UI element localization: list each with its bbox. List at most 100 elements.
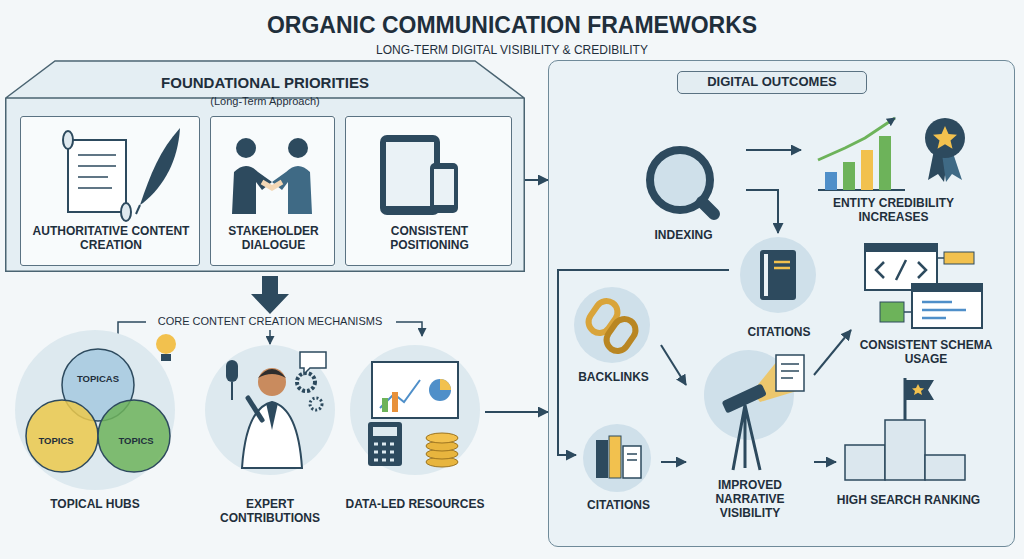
venn-icon [15,330,176,490]
schema-icon [876,260,926,280]
venn-label: TOPICS [24,436,88,447]
node-label: TOPICAL HUBS [10,498,180,512]
podium-icon [885,420,925,480]
mechanism-circle: EXPERT CONTRIBUTIONS [200,335,340,530]
podium-icon [845,378,965,480]
venn-label: TOPICAS [66,374,130,385]
data-icon [368,422,402,466]
growth-chart-icon [818,118,895,160]
subtitle: LONG-TERM DIGITAL VISIBILITY & CREDIBILI… [212,44,812,58]
outcome-item: CITATIONS [576,421,661,517]
expert-icon [297,373,315,391]
growth-chart-icon [933,126,957,149]
data-icon [382,398,388,412]
outcome-item: BACKLINKS [566,283,661,393]
data-icon [426,433,458,443]
book-icon [740,237,816,313]
data-icon [350,345,480,475]
expert-icon [300,352,326,374]
podium-icon [925,455,965,480]
node-label: INDEXING [621,229,746,243]
devices-icon [434,169,454,205]
handshake-icon [236,138,256,158]
node-label: IMPROVED NARRATIVE VISIBILITY [686,479,814,520]
growth-chart-icon [879,136,891,190]
scroll-quill-icon [68,140,126,212]
expert-icon [226,360,238,382]
node-label: BACKLINKS [566,371,661,385]
expert-icon [266,403,278,430]
scroll-quill-icon [136,205,140,214]
node-label: FOUNDATIONAL PRIORITIES [5,74,525,91]
handshake-icon [232,138,312,214]
data-icon [392,392,398,412]
expert-icon [242,402,302,468]
scroll-quill-icon [121,203,131,221]
venn-icon [15,330,175,490]
magnifier-icon [702,202,714,214]
connector-arrow [814,461,836,463]
schema-icon [912,284,982,292]
venn-icon [161,354,171,361]
node-label: HIGH SEARCH RANKING [836,494,981,508]
expert-icon [258,368,286,396]
node-label: DIGITAL OUTCOMES [677,71,867,94]
expert-icon [205,345,335,475]
growth-chart-icon [861,150,873,190]
node-label: AUTHORITATIVE CONTENT CREATION [26,225,196,253]
node-label: CITATIONS [729,326,829,340]
scroll-quill-icon [140,128,180,205]
expert-icon [205,345,335,475]
growth-chart-icon [843,162,855,190]
node-label: CONSISTENT POSITIONING [351,225,508,253]
handshake-icon [262,182,282,188]
connector-arrow [814,330,851,375]
schema-icon [904,258,944,312]
growth-chart-icon [818,118,965,190]
book-icon [774,262,790,268]
title: ORGANIC COMMUNICATION FRAMEWORKS [0,12,1024,38]
background [5,62,525,272]
node-label: ENTITY CREDIBILITY INCREASES [806,197,981,225]
telescope-icon [781,364,799,378]
expert-icon [310,398,322,410]
expert-icon [248,398,262,420]
devices-icon [430,163,458,213]
connector-arrow [746,190,778,233]
data-icon [372,362,458,418]
outcome-item: CONSISTENT SCHEMA USAGE [851,241,1001,371]
priority-box: STAKEHOLDER DIALOGUE [210,116,335,266]
schema-icon [912,284,982,328]
chain-icon [584,297,622,337]
devices-icon [380,135,458,215]
background [345,116,512,266]
outcome-item: ENTITY CREDIBILITY INCREASES [801,109,986,229]
connector-arrow [661,345,686,385]
venn-icon [98,400,170,472]
handshake-icon [232,166,272,214]
priority-box: AUTHORITATIVE CONTENT CREATION [20,116,200,266]
books-icon [596,440,608,478]
growth-chart-icon [825,172,837,190]
node-label: CONSISTENT SCHEMA USAGE [856,339,996,367]
panel-outline [6,61,525,271]
outcome-item: INDEXING [621,121,746,251]
book-icon [764,254,768,296]
mechanism-circle: TOPICAL HUBS [10,328,180,523]
handshake-icon [272,166,312,214]
mechanism-circle: DATA-LED RESOURCES [345,335,485,520]
books-icon [623,446,641,478]
connector-arrow [485,411,548,413]
down-arrow [396,322,422,336]
expert-icon [231,382,233,400]
podium-icon [906,380,934,400]
node-label: CITATIONS [576,499,661,513]
connector-arrow [558,270,729,455]
book-icon [740,237,816,313]
down-arrow [269,330,271,344]
books-icon [627,454,637,460]
